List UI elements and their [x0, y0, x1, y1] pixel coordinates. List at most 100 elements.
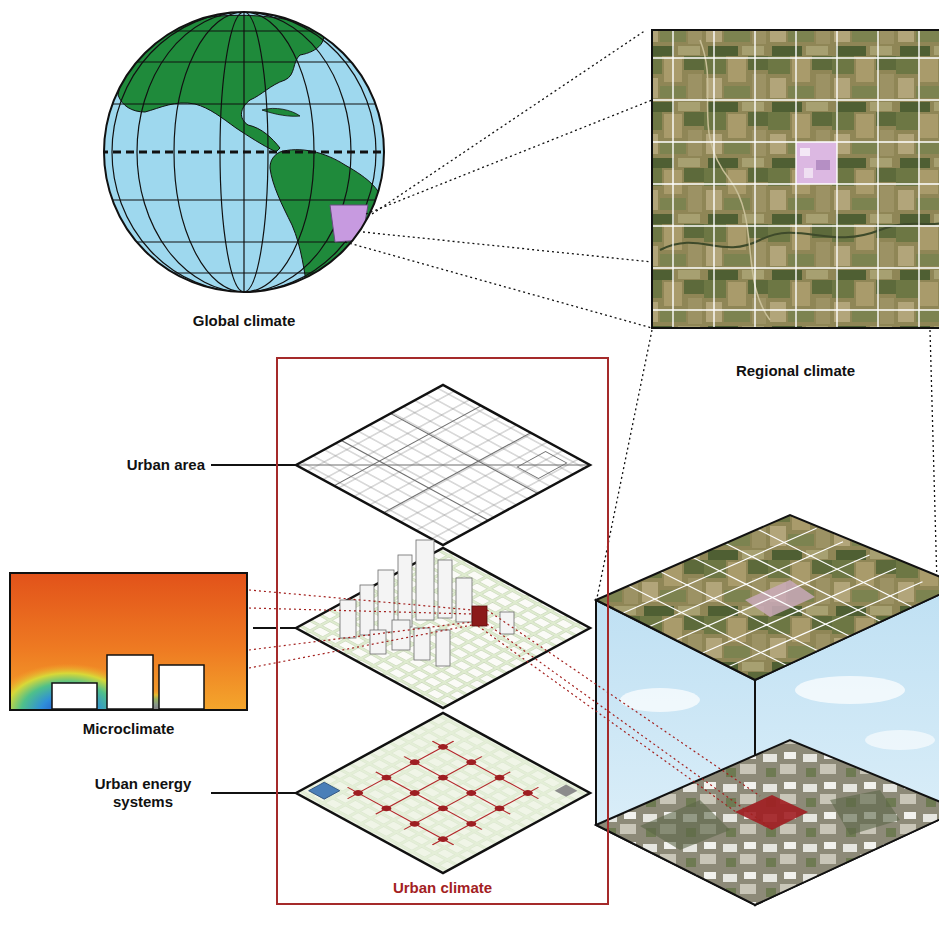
- illustration-part: [836, 30, 837, 328]
- illustration-part: [796, 142, 837, 184]
- illustration-part: [555, 785, 578, 797]
- illustration-part: [640, 800, 730, 850]
- illustration-part: [351, 789, 365, 797]
- microclimate-node: Microclimate: [4, 573, 253, 738]
- illustration-part: [652, 183, 939, 184]
- illustration-part: [464, 758, 478, 766]
- illustration-part: [334, 406, 481, 486]
- illustration-part: [492, 774, 506, 782]
- illustration-part: [249, 622, 472, 650]
- illustration-part: [296, 385, 590, 545]
- illustration-part: [464, 789, 478, 797]
- illustration-part: [341, 440, 488, 520]
- connector: [372, 30, 646, 214]
- illustration-part: [596, 740, 939, 905]
- illustration-part: [596, 515, 939, 680]
- illustration-part: [478, 626, 736, 812]
- illustration-part: [404, 756, 510, 814]
- illustration-part: [432, 787, 538, 845]
- illustration-part: [296, 713, 590, 873]
- leader-lines: [211, 465, 296, 793]
- illustration-part: [10, 573, 247, 710]
- illustration-part: [628, 586, 787, 666]
- city-model: [296, 540, 590, 708]
- illustration-part: [416, 540, 434, 620]
- illustration-part: [676, 555, 870, 640]
- illustration-part: [348, 787, 454, 845]
- illustration-part: [795, 676, 905, 704]
- illustration-part: [487, 624, 772, 829]
- illustration-part: [100, 272, 390, 273]
- illustration-part: [597, 330, 652, 598]
- illustration-part: [296, 385, 590, 545]
- regional-cube: [596, 515, 939, 905]
- illustration-part: [436, 743, 450, 751]
- illustration-part: [211, 464, 296, 466]
- part-label: Urban energy systems: [78, 775, 208, 811]
- illustration-part: [366, 100, 652, 214]
- node-title: Regional climate: [646, 362, 939, 380]
- node-title: Global climate: [116, 312, 372, 330]
- illustration-part: [517, 452, 566, 479]
- illustration-part: [800, 148, 810, 156]
- regional-node: Regional climate: [646, 30, 939, 380]
- illustration-part: [652, 57, 939, 58]
- illustration-part: [693, 558, 852, 638]
- satellite-map: [652, 30, 939, 328]
- urban-climate-box: Urban climate: [276, 357, 609, 905]
- illustration-part: [652, 309, 939, 310]
- illustration-part: [376, 772, 482, 830]
- urban-area-map: [296, 385, 590, 545]
- illustration-part: [404, 772, 510, 830]
- illustration-part: [340, 600, 356, 638]
- illustration-part: [296, 713, 590, 873]
- illustration-part: [340, 540, 514, 666]
- illustration-part: [758, 529, 917, 609]
- illustration-part: [379, 805, 393, 813]
- illustration-part: [100, 103, 390, 104]
- illustration-part: [52, 683, 97, 709]
- illustration-part: [795, 30, 796, 328]
- connector: [253, 627, 276, 629]
- illustration-part: [296, 385, 590, 545]
- illustration-part: [249, 590, 472, 610]
- illustration-part: [296, 548, 590, 708]
- illustration-part: [492, 805, 506, 813]
- illustration-part: [280, 627, 296, 629]
- illustration-part: [804, 168, 813, 178]
- illustration-part: [296, 385, 590, 545]
- illustration-part: [877, 30, 878, 328]
- illustration-part: [363, 232, 652, 262]
- illustration-part: [596, 515, 939, 680]
- illustration-part: [408, 820, 422, 828]
- illustration-part: [830, 790, 900, 835]
- node-title: Urban climate: [278, 879, 607, 897]
- illustration-part: [104, 12, 384, 292]
- illustration-part: [211, 792, 296, 794]
- illustration-part: [100, 151, 390, 154]
- illustration-part: [672, 30, 673, 328]
- illustration-part: [100, 61, 390, 62]
- illustration-part: [754, 30, 755, 328]
- illustration-part: [100, 199, 390, 200]
- illustration-part: [930, 330, 937, 584]
- illustration-part: [296, 713, 590, 873]
- illustration-part: [713, 30, 714, 328]
- illustration-part: [249, 625, 472, 668]
- illustration-part: [296, 385, 590, 545]
- illustration-part: [330, 205, 368, 242]
- illustration-part: [345, 242, 652, 328]
- illustration-part: [652, 30, 939, 328]
- illustration-part: [487, 610, 760, 796]
- illustration-part: [464, 820, 478, 828]
- illustration-part: [436, 835, 450, 843]
- illustration-part: [100, 0, 390, 300]
- illustration-part: [52, 655, 204, 709]
- illustration-part: [408, 789, 422, 797]
- illustration-part: [521, 789, 535, 797]
- illustration-part: [159, 665, 204, 709]
- illustration-part: [745, 580, 815, 617]
- illustration-part: [100, 30, 390, 31]
- illustration-part: [360, 585, 374, 635]
